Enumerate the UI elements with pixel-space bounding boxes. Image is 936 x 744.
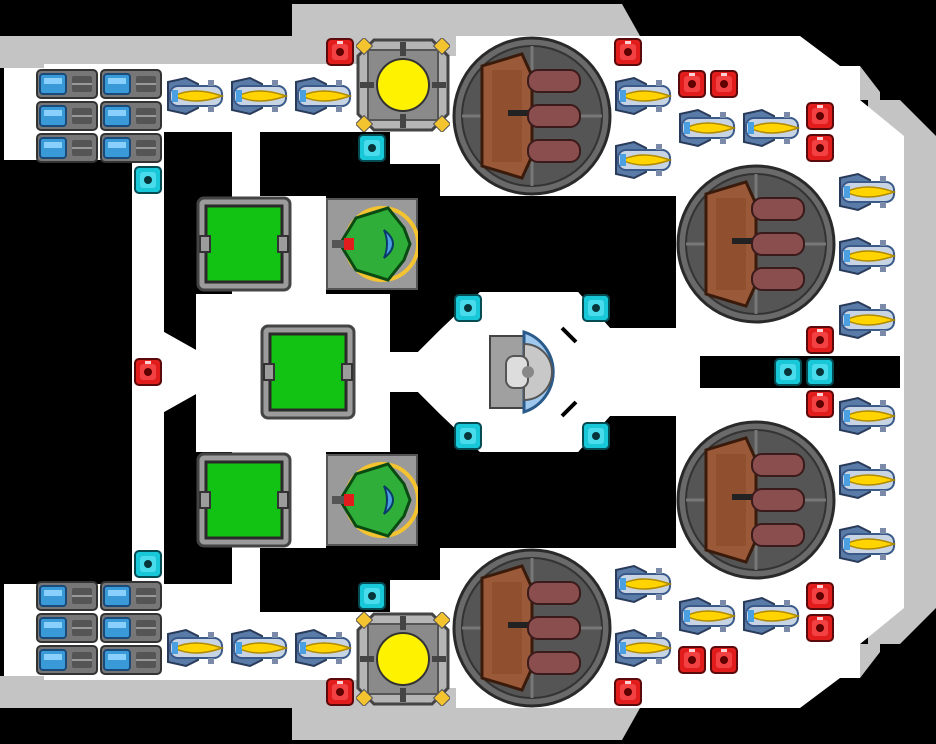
deck-voids — [0, 132, 900, 612]
reactor-icon[interactable] — [356, 38, 451, 133]
thruster-icon[interactable] — [167, 77, 223, 115]
thruster-icon[interactable] — [679, 109, 735, 147]
thruster-icon[interactable] — [615, 77, 671, 115]
engine-block-icon[interactable] — [36, 133, 98, 163]
red-connector-icon[interactable] — [710, 70, 738, 98]
command-module[interactable] — [488, 326, 578, 418]
thruster-icon[interactable] — [839, 301, 895, 339]
red-connector-icon[interactable] — [678, 646, 706, 674]
thruster-icon[interactable] — [743, 109, 799, 147]
thruster-icon[interactable] — [839, 173, 895, 211]
engine-block-icon[interactable] — [36, 101, 98, 131]
cyan-connector-icon[interactable] — [358, 582, 386, 610]
red-connector-icon[interactable] — [614, 38, 642, 66]
fighter-icon[interactable] — [326, 454, 418, 546]
cyan-connector-icon[interactable] — [774, 358, 802, 386]
engine-block-icon[interactable] — [36, 581, 98, 611]
thruster-icon[interactable] — [839, 237, 895, 275]
thruster-icon[interactable] — [615, 141, 671, 179]
red-connector-icon[interactable] — [806, 390, 834, 418]
cannon-turret-icon[interactable] — [452, 548, 612, 708]
thruster-icon[interactable] — [839, 397, 895, 435]
red-connector-icon[interactable] — [806, 134, 834, 162]
cyan-connector-icon[interactable] — [582, 294, 610, 322]
thruster-icon[interactable] — [743, 597, 799, 635]
thruster-icon[interactable] — [167, 629, 223, 667]
cyan-connector-icon[interactable] — [454, 422, 482, 450]
armor-block-icon[interactable] — [196, 196, 292, 292]
cannon-turret-icon[interactable] — [452, 36, 612, 196]
command-module-icon[interactable] — [488, 330, 555, 414]
red-connector-icon[interactable] — [678, 70, 706, 98]
engine-block-icon[interactable] — [36, 613, 98, 643]
red-connector-icon[interactable] — [326, 38, 354, 66]
thruster-icon[interactable] — [679, 597, 735, 635]
engine-block-icon[interactable] — [100, 69, 162, 99]
reactor-icon[interactable] — [356, 612, 451, 707]
thruster-icon[interactable] — [839, 461, 895, 499]
engine-block-icon[interactable] — [100, 133, 162, 163]
red-connector-icon[interactable] — [806, 102, 834, 130]
armor-block-icon[interactable] — [260, 324, 356, 420]
cannon-turret-icon[interactable] — [676, 164, 836, 324]
cannon-turret-icon[interactable] — [676, 420, 836, 580]
engine-block-icon[interactable] — [100, 581, 162, 611]
thruster-icon[interactable] — [615, 565, 671, 603]
engine-block-icon[interactable] — [100, 613, 162, 643]
cyan-connector-icon[interactable] — [806, 358, 834, 386]
cyan-connector-icon[interactable] — [134, 166, 162, 194]
thruster-icon[interactable] — [295, 77, 351, 115]
red-connector-icon[interactable] — [710, 646, 738, 674]
engine-block-icon[interactable] — [100, 645, 162, 675]
thruster-icon[interactable] — [615, 629, 671, 667]
thruster-icon[interactable] — [231, 77, 287, 115]
cyan-connector-icon[interactable] — [582, 422, 610, 450]
fighter-icon[interactable] — [326, 198, 418, 290]
engine-block-icon[interactable] — [100, 101, 162, 131]
red-connector-icon[interactable] — [806, 326, 834, 354]
red-connector-icon[interactable] — [806, 582, 834, 610]
engine-block-icon[interactable] — [36, 645, 98, 675]
cyan-connector-icon[interactable] — [454, 294, 482, 322]
cyan-connector-icon[interactable] — [134, 550, 162, 578]
cyan-connector-icon[interactable] — [358, 134, 386, 162]
armor-block-icon[interactable] — [196, 452, 292, 548]
engine-block-icon[interactable] — [36, 69, 98, 99]
thruster-icon[interactable] — [839, 525, 895, 563]
red-connector-icon[interactable] — [614, 678, 642, 706]
red-connector-icon[interactable] — [134, 358, 162, 386]
red-connector-icon[interactable] — [806, 614, 834, 642]
red-connector-icon[interactable] — [326, 678, 354, 706]
thruster-icon[interactable] — [295, 629, 351, 667]
thruster-icon[interactable] — [231, 629, 287, 667]
